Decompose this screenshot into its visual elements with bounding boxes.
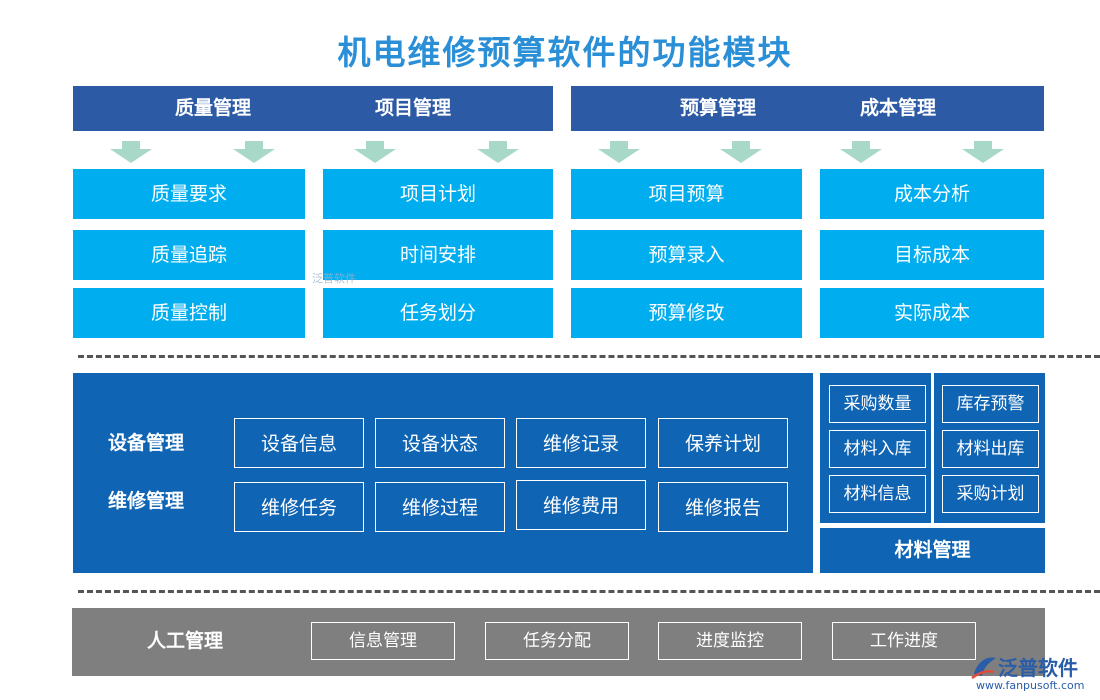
module-equipment-info: 设备信息 <box>234 418 364 468</box>
module-budget-entry: 预算录入 <box>571 230 802 280</box>
logo-url: www.fanpusoft.com <box>976 679 1085 692</box>
module-material-info: 材料信息 <box>829 475 926 513</box>
module-quality-control: 质量控制 <box>73 288 305 338</box>
divider <box>78 355 1100 358</box>
module-task-assignment: 任务分配 <box>485 622 629 660</box>
maintenance-management-label: 维修管理 <box>108 490 185 512</box>
materials-panel-right <box>934 373 1045 523</box>
equipment-panel: 设备管理 维修管理 设备信息 设备状态 维修记录 保养计划 维修任务 维修过程 … <box>73 373 813 573</box>
module-actual-cost: 实际成本 <box>820 288 1044 338</box>
materials-management-label: 材料管理 <box>820 528 1045 573</box>
module-purchase-plan: 采购计划 <box>942 475 1039 513</box>
module-repair-task: 维修任务 <box>234 482 364 532</box>
fanpu-logo: 泛普软件 www.fanpusoft.com <box>968 652 1098 696</box>
module-equipment-status: 设备状态 <box>375 418 505 468</box>
watermark: 泛普软件 <box>312 272 356 285</box>
header-bar-left: 质量管理 项目管理 <box>73 86 553 131</box>
module-maintenance-plan: 保养计划 <box>658 418 788 468</box>
down-arrow-icon <box>720 141 762 164</box>
module-budget-edit: 预算修改 <box>571 288 802 338</box>
materials-panel-left <box>820 373 931 523</box>
module-repair-record: 维修记录 <box>516 418 646 468</box>
module-material-outbound: 材料出库 <box>942 430 1039 468</box>
module-task-division: 任务划分 <box>323 288 553 338</box>
labor-panel: 人工管理 <box>72 608 1045 676</box>
module-cost-analysis: 成本分析 <box>820 169 1044 219</box>
module-project-budget: 项目预算 <box>571 169 802 219</box>
module-work-progress: 工作进度 <box>832 622 976 660</box>
header-bar-right: 预算管理 成本管理 <box>571 86 1044 131</box>
module-repair-report: 维修报告 <box>658 482 788 532</box>
header-budget: 预算管理 <box>679 97 756 119</box>
header-project: 项目管理 <box>374 97 451 119</box>
module-target-cost: 目标成本 <box>820 230 1044 280</box>
down-arrow-icon <box>840 141 882 164</box>
module-quality-requirement: 质量要求 <box>73 169 305 219</box>
module-stock-alert: 库存预警 <box>942 385 1039 423</box>
down-arrow-icon <box>598 141 640 164</box>
labor-management-label: 人工管理 <box>147 630 224 652</box>
module-progress-monitor: 进度监控 <box>658 622 802 660</box>
equipment-management-label: 设备管理 <box>108 432 185 454</box>
module-repair-cost: 维修费用 <box>516 480 646 530</box>
page-title: 机电维修预算软件的功能模块 <box>337 33 793 72</box>
module-quality-tracking: 质量追踪 <box>73 230 305 280</box>
down-arrow-icon <box>354 141 396 164</box>
down-arrow-icon <box>233 141 275 164</box>
module-repair-process: 维修过程 <box>375 482 505 532</box>
down-arrow-icon <box>110 141 152 164</box>
header-cost: 成本管理 <box>859 97 936 119</box>
down-arrow-icon <box>962 141 1004 164</box>
down-arrow-icon <box>477 141 519 164</box>
divider <box>78 590 1100 593</box>
module-purchase-quantity: 采购数量 <box>829 385 926 423</box>
logo-icon <box>971 657 996 680</box>
header-quality: 质量管理 <box>174 97 251 119</box>
module-schedule: 时间安排 <box>323 230 553 280</box>
module-material-inbound: 材料入库 <box>829 430 926 468</box>
logo-name: 泛普软件 <box>998 656 1078 680</box>
module-info-management: 信息管理 <box>311 622 455 660</box>
module-project-plan: 项目计划 <box>323 169 553 219</box>
